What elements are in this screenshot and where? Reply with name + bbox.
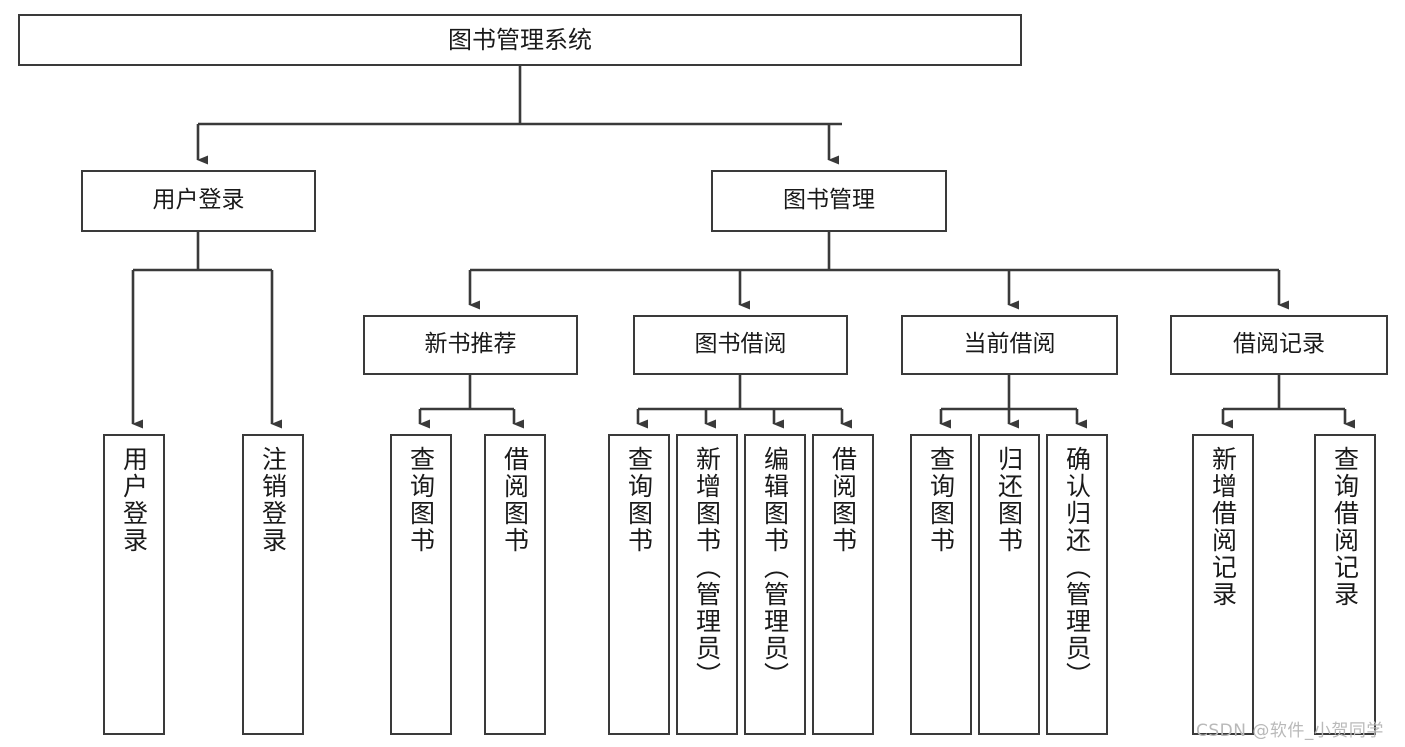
node-label: 新书推荐 (424, 331, 517, 358)
leaf-user-logout[interactable]: 注销登录 (242, 434, 304, 735)
leaf-borrow-query-book[interactable]: 查询图书 (608, 434, 670, 735)
leaf-borrow-edit-book-admin[interactable]: 编辑图书（管理员） (744, 434, 806, 735)
leaf-record-query-borrow-record[interactable]: 查询借阅记录 (1314, 434, 1376, 735)
node-label: 查询图书 (624, 446, 654, 554)
node-user-login[interactable]: 用户登录 (81, 170, 316, 232)
node-label: 查询图书 (406, 446, 436, 554)
node-label: 图书管理系统 (448, 25, 592, 54)
node-borrow-record[interactable]: 借阅记录 (1170, 315, 1388, 375)
node-label: 新增图书（管理员） (692, 446, 722, 689)
leaf-current-return-book[interactable]: 归还图书 (978, 434, 1040, 735)
node-label: 图书借阅 (694, 331, 787, 358)
leaf-newbook-query-book[interactable]: 查询图书 (390, 434, 452, 735)
node-label: 图书管理 (783, 187, 875, 214)
node-label: 用户登录 (119, 446, 149, 554)
csdn-watermark: CSDN @软件_小贺同学 (1196, 721, 1384, 741)
node-label: 当前借阅 (963, 331, 1056, 358)
node-label: 查询图书 (926, 446, 956, 554)
node-label: 用户登录 (152, 187, 245, 214)
node-label: 借阅图书 (500, 446, 530, 554)
node-book-management[interactable]: 图书管理 (711, 170, 947, 232)
leaf-user-login[interactable]: 用户登录 (103, 434, 165, 735)
leaf-record-add-borrow-record[interactable]: 新增借阅记录 (1192, 434, 1254, 735)
node-label: 借阅图书 (828, 446, 858, 554)
node-label: 归还图书 (994, 446, 1024, 554)
leaf-newbook-borrow-book[interactable]: 借阅图书 (484, 434, 546, 735)
leaf-borrow-borrow-book[interactable]: 借阅图书 (812, 434, 874, 735)
node-label: 注销登录 (258, 446, 288, 554)
node-root-system[interactable]: 图书管理系统 (18, 14, 1022, 66)
leaf-current-query-book[interactable]: 查询图书 (910, 434, 972, 735)
node-label: 确认归还（管理员） (1062, 446, 1092, 689)
node-book-borrow[interactable]: 图书借阅 (633, 315, 848, 375)
node-label: 查询借阅记录 (1330, 446, 1360, 608)
node-new-book-recommend[interactable]: 新书推荐 (363, 315, 578, 375)
leaf-current-confirm-return-admin[interactable]: 确认归还（管理员） (1046, 434, 1108, 735)
leaf-borrow-add-book-admin[interactable]: 新增图书（管理员） (676, 434, 738, 735)
node-label: 编辑图书（管理员） (760, 446, 790, 689)
node-current-borrow[interactable]: 当前借阅 (901, 315, 1118, 375)
node-label: 借阅记录 (1233, 331, 1325, 358)
node-label: 新增借阅记录 (1208, 446, 1238, 608)
